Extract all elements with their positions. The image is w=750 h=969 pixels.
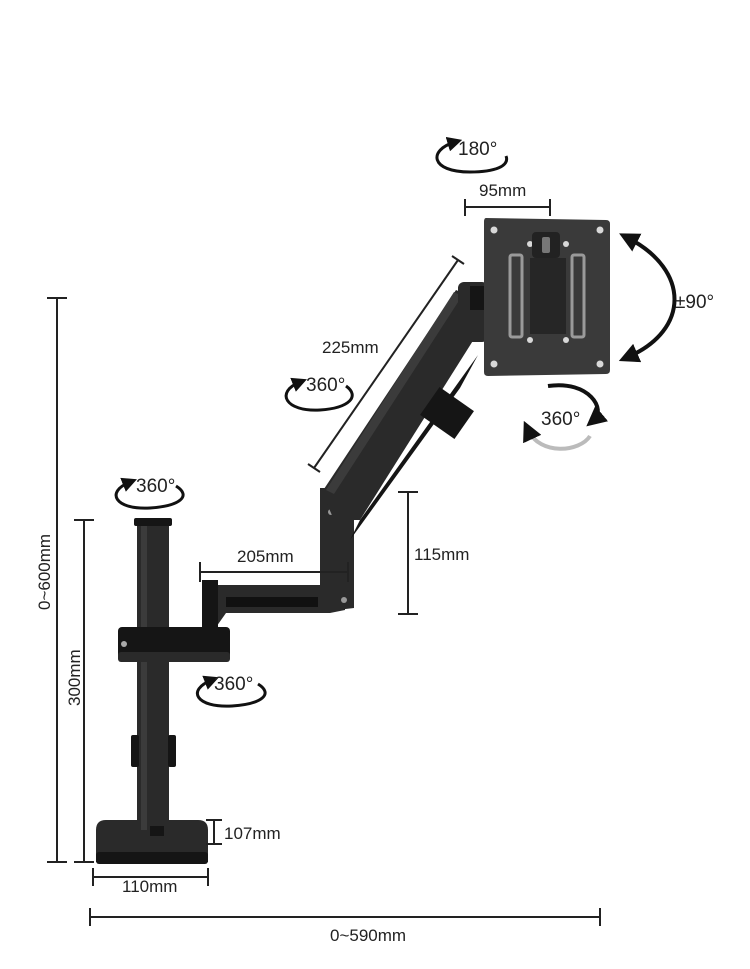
rotation-labels: 180° ±90° 360° 360° 360° 360° (136, 139, 714, 695)
total-reach-label: 0~590mm (330, 926, 406, 945)
lower-arm-length-label: 205mm (237, 547, 294, 566)
lower-arm (202, 580, 345, 630)
vesa-plate (484, 218, 610, 376)
rotate-180-arrow-icon (435, 136, 509, 174)
dimension-labels: 95mm 225mm 205mm 115mm 0~600mm 300mm 107… (35, 181, 526, 945)
base-width-label: 110mm (122, 877, 177, 896)
vesa-rotate-label: 180° (458, 139, 497, 160)
clamp-rotate-360-arrow-icon (195, 675, 267, 708)
monitor-arm-illustration (96, 218, 610, 864)
desk-base (96, 820, 208, 864)
pole-clamp (118, 627, 230, 662)
total-height-label: 0~600mm (35, 534, 54, 610)
tilt-90-arrow-icon (618, 233, 677, 363)
pole-rotate-label: 360° (136, 476, 175, 497)
upper-gas-arm (322, 290, 486, 540)
head-joint (458, 282, 488, 342)
pole-rotate-360-arrow-icon (114, 477, 185, 510)
clamp-rotate-label: 360° (214, 674, 253, 695)
pole-height-label: 300mm (65, 649, 84, 706)
elbow-height-label: 115mm (414, 545, 469, 564)
pole (131, 518, 176, 836)
arm-rotate-360-arrow-icon (284, 377, 354, 412)
vesa-width-label: 95mm (479, 181, 526, 200)
arm-length-label: 225mm (322, 338, 379, 357)
dimension-lines (47, 199, 601, 926)
arm-rotate-label: 360° (306, 375, 345, 396)
base-height-label: 107mm (224, 824, 281, 843)
swivel-360-arrow-icon (523, 383, 609, 451)
vesa-swivel-label: 360° (541, 409, 580, 430)
rotation-arrows (114, 136, 677, 708)
vesa-tilt-label: ±90° (675, 292, 714, 313)
